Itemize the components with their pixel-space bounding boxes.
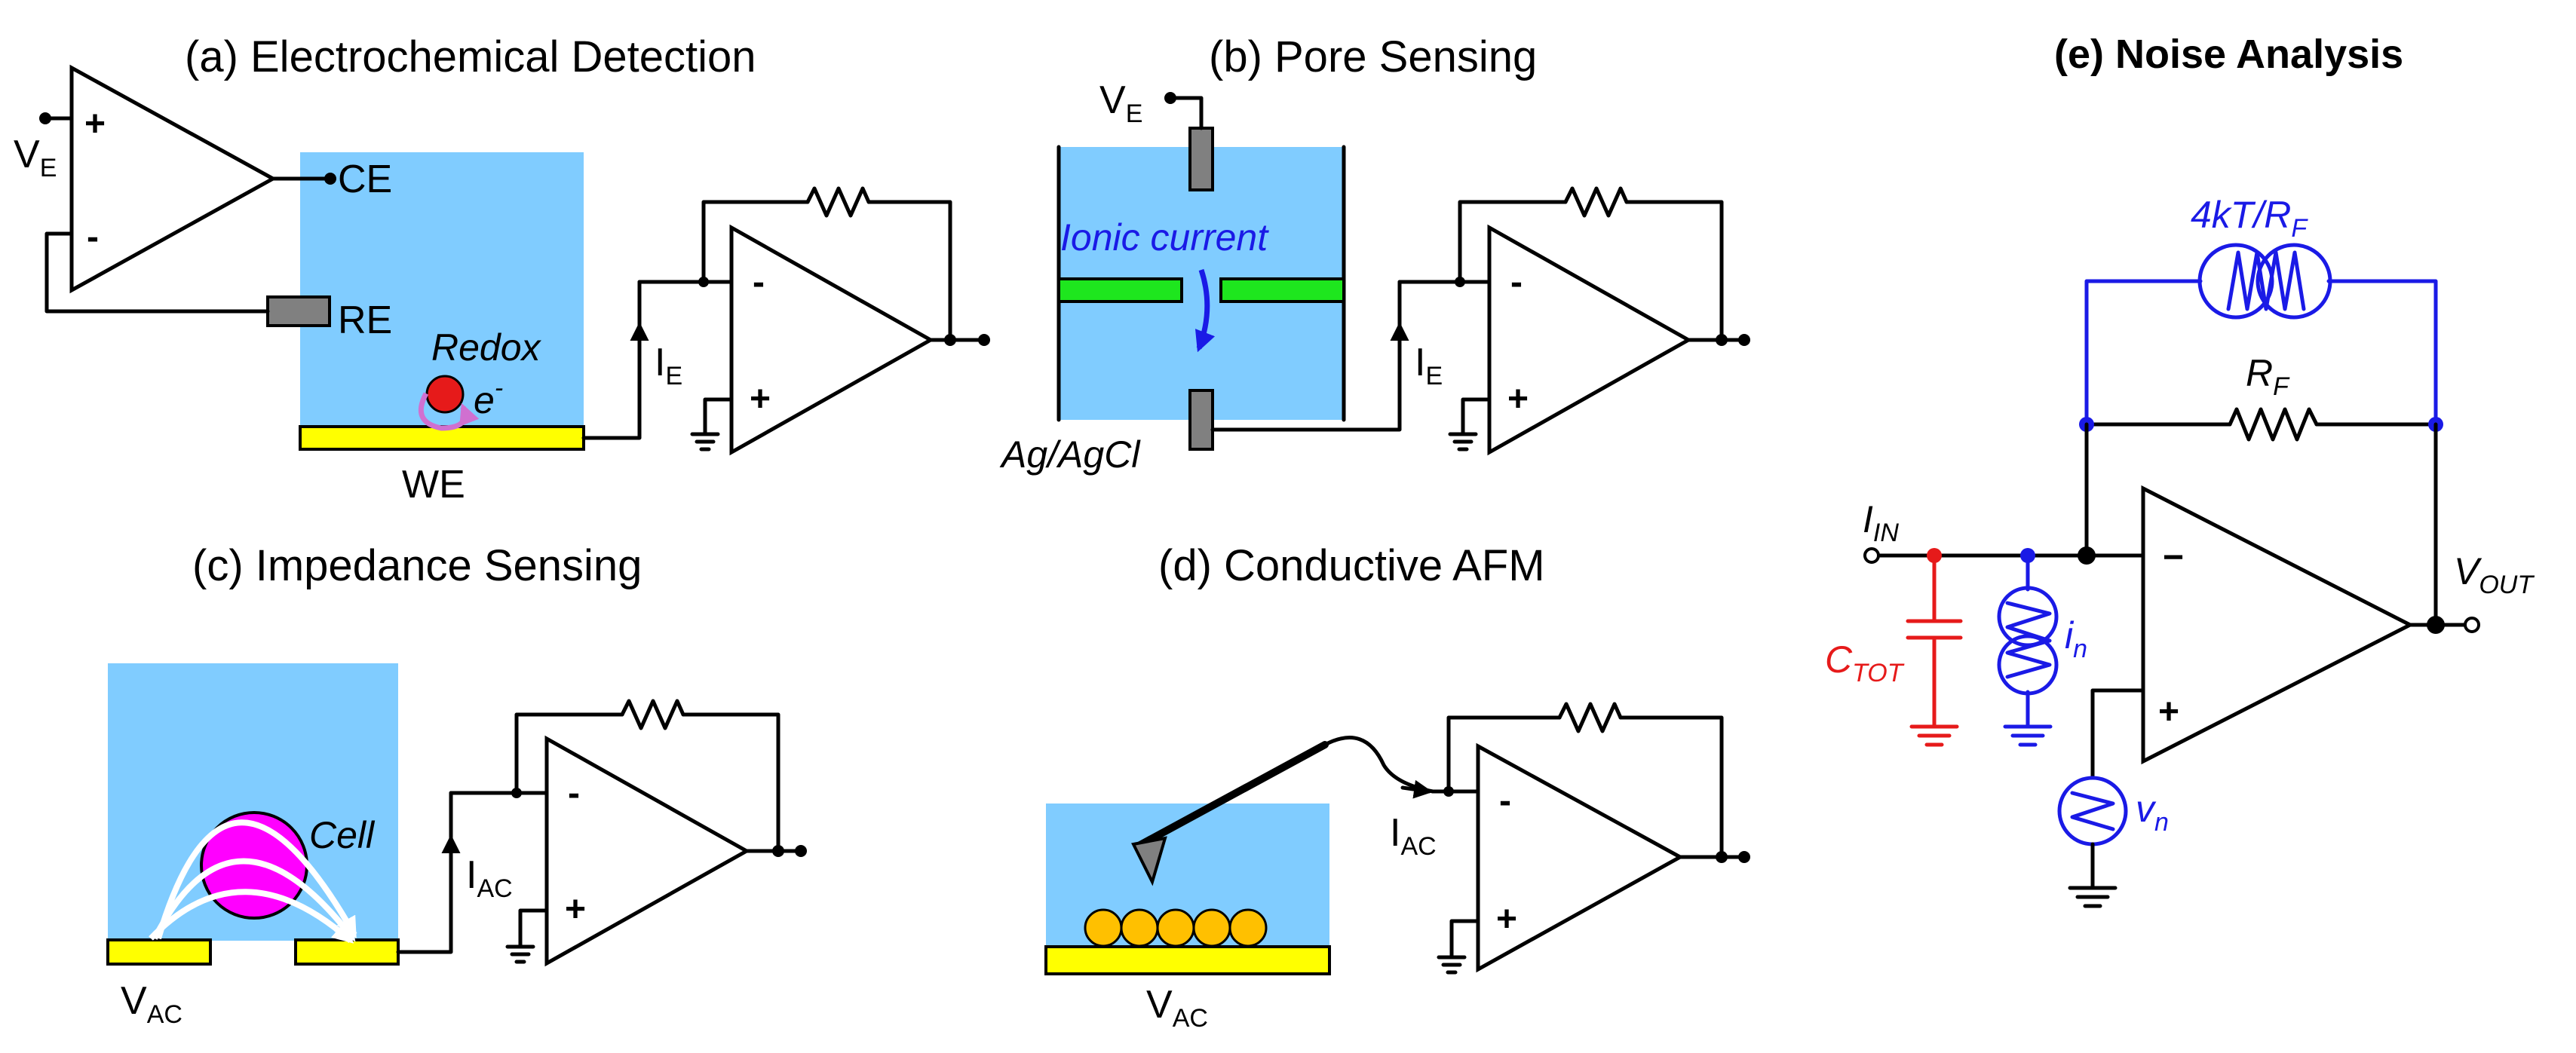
panel-a-we-label: WE [402, 463, 465, 507]
panel-c-impedance-sensing: (c) Impedance Sensing Cell VAC IAC - + [106, 541, 807, 1029]
panel-c-output-terminal [795, 845, 807, 857]
panel-b-title: (b) Pore Sensing [1209, 32, 1537, 81]
panel-a-output-terminal [978, 334, 990, 346]
panel-c-tia-plus: + [565, 889, 586, 929]
panel-e-iin-label: IIN [1863, 498, 1899, 547]
panel-c-cell-label: Cell [309, 814, 376, 856]
panel-e-rf-resistor [2228, 407, 2319, 442]
panel-e-ctot-ground [1909, 724, 1959, 747]
panel-c-current-label: IAC [466, 853, 513, 903]
panel-e-vout-label: VOUT [2454, 550, 2535, 599]
panel-d-tia-opamp [1476, 742, 1685, 973]
panel-d-particle-3 [1156, 908, 1195, 947]
panel-d-afm-tip [1131, 836, 1167, 886]
panel-a-reference-electrode [266, 295, 331, 327]
panel-a-feedback-resistor [805, 186, 871, 218]
panel-d-vac-label: VAC [1146, 983, 1208, 1033]
panel-a-potentiostat-opamp [69, 64, 278, 294]
panel-e-in-label: in [2065, 614, 2087, 663]
panel-a-electron-label: e- [474, 374, 503, 421]
panel-d-particle-2 [1120, 908, 1159, 947]
panel-a-ce-label: CE [338, 158, 392, 201]
panel-d-current-label: IAC [1390, 811, 1437, 861]
panel-c-right-electrode [294, 938, 400, 966]
panel-e-noise-analysis: (e) Noise Analysis 4kT/RF RF IIN CTOT [1825, 32, 2535, 908]
panel-c-field-line-1 [155, 819, 357, 940]
panel-e-opamp-plus: + [2158, 692, 2179, 732]
panel-b-bottom-electrode [1188, 389, 1214, 451]
panel-e-vn-ground [2068, 886, 2118, 908]
panel-b-feedback-resistor [1563, 186, 1629, 218]
panel-d-output-terminal [1738, 851, 1750, 863]
panel-a-ce-terminal [324, 173, 336, 185]
panel-b-tia-plus: + [1507, 379, 1529, 419]
panel-e-output-terminal [2464, 617, 2480, 633]
panel-c-feedback-resistor [620, 699, 685, 730]
panel-c-tia-minus: - [568, 773, 580, 813]
panel-a-potentiostat-plus: + [84, 104, 106, 144]
panel-a-tia-plus: + [750, 379, 771, 419]
panel-a-title: (a) Electrochemical Detection [185, 32, 756, 81]
panel-d-feedback-resistor [1557, 702, 1623, 733]
panel-b-ionic-label: Ionic current [1060, 216, 1269, 259]
panel-e-current-noise-source [1997, 586, 2059, 696]
panel-d-particle-4 [1192, 908, 1231, 947]
panel-b-ground [1448, 432, 1478, 452]
panel-b-top-electrode [1188, 127, 1214, 191]
panel-a-tia-minus: - [753, 262, 765, 302]
panel-a-current-label: IE [655, 341, 682, 390]
panel-e-voltage-noise-source [2057, 776, 2128, 846]
panel-b-output-terminal [1738, 334, 1750, 346]
panel-c-left-electrode [106, 938, 212, 966]
panel-d-tia-plus: + [1496, 899, 1517, 939]
panel-b-membrane-right [1219, 277, 1345, 303]
panel-a-ve-label: VE [14, 133, 57, 182]
panel-a-potentiostat-minus: - [87, 217, 99, 257]
panel-b-ve-label: VE [1099, 78, 1142, 128]
panel-a-redox-label: Redox [431, 326, 542, 369]
panel-e-thermal-label: 4kT/RF [2191, 194, 2308, 243]
panel-e-ctot-label: CTOT [1825, 638, 1905, 687]
panel-b-current-label: IE [1415, 341, 1443, 390]
panel-e-thermal-noise-source [2197, 243, 2332, 320]
panel-a-redox-cycle-arrow [418, 392, 480, 431]
panel-e-opamp-minus: − [2163, 537, 2184, 577]
panel-c-vac-label: VAC [121, 979, 182, 1029]
panel-a-electrochemical: (a) Electrochemical Detection + - VE CE … [14, 32, 990, 507]
panel-d-ground [1437, 955, 1467, 975]
panel-b-tia-minus: - [1510, 262, 1523, 302]
panel-e-in-ground [2003, 724, 2053, 747]
panel-d-title: (d) Conductive AFM [1158, 541, 1545, 590]
panel-b-ionic-arrow [1194, 268, 1216, 353]
panel-d-tia-minus: - [1499, 781, 1511, 821]
panel-e-rf-label: RF [2246, 352, 2290, 401]
panel-a-tia-opamp [729, 224, 935, 456]
panel-c-title: (c) Impedance Sensing [192, 541, 642, 590]
panel-b-tia-opamp [1487, 224, 1693, 456]
panel-d-particle-1 [1084, 908, 1123, 947]
panel-d-afm-cantilever [1135, 741, 1329, 849]
panel-e-input-terminal [1863, 547, 1880, 564]
panel-d-conductive-afm: (d) Conductive AFM IAC VAC - + [1044, 541, 1750, 1033]
panel-e-title: (e) Noise Analysis [2054, 32, 2403, 77]
panel-c-field-line-3 [149, 889, 354, 944]
panel-d-substrate-electrode [1044, 945, 1331, 975]
panel-c-field-line-2 [152, 858, 356, 942]
panel-a-re-label: RE [338, 298, 392, 342]
panel-b-membrane-left [1057, 277, 1183, 303]
panel-e-vn-label: vn [2136, 788, 2169, 837]
panel-e-opamp [2141, 485, 2415, 765]
panel-d-current-arrow [1400, 779, 1433, 799]
panel-c-tia-opamp [544, 735, 751, 967]
panel-d-particle-5 [1228, 908, 1268, 947]
panel-b-pore-sensing: (b) Pore Sensing VE Ionic current Ag/AgC… [999, 32, 1750, 476]
panel-a-redox-molecule [425, 375, 465, 414]
panel-c-ground [505, 944, 535, 964]
panel-b-agcl-label: Ag/AgCl [999, 433, 1141, 476]
panel-a-ground [690, 432, 720, 452]
